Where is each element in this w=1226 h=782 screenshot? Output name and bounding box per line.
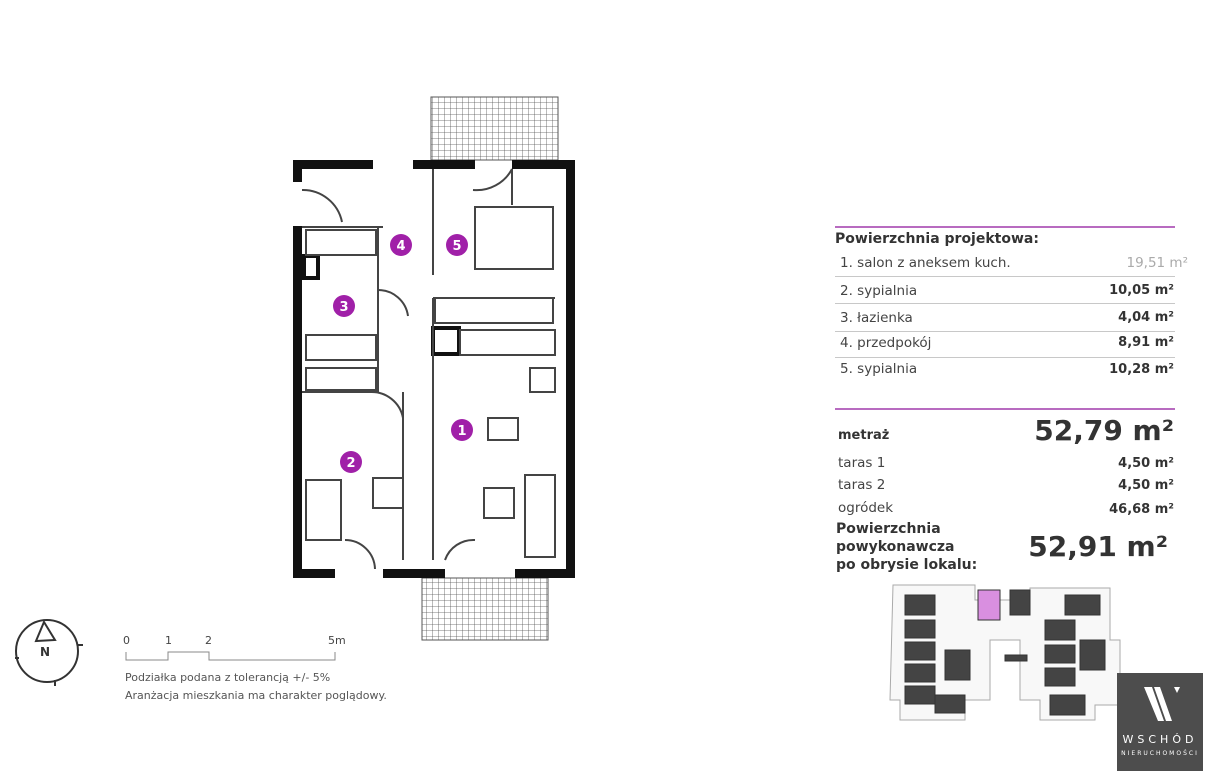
post-label: po obrysie lokalu:	[836, 557, 978, 573]
post-label: powykonawcza	[836, 539, 955, 555]
svg-text:4: 4	[396, 239, 405, 254]
room-area: 10,05 m²	[1109, 283, 1174, 298]
room-label: 5. sypialnia	[840, 361, 918, 377]
room-markers: 1 2 3 4 5	[333, 234, 473, 473]
section-header: Powierzchnia projektowa:	[835, 231, 1039, 247]
svg-text:1: 1	[457, 424, 466, 439]
inner-walls	[301, 168, 556, 570]
scale-bar	[125, 651, 336, 661]
scale-tick: 2	[205, 634, 212, 647]
extra-label: ogródek	[838, 500, 894, 516]
terrace-top	[430, 96, 559, 161]
room-label: 4. przedpokój	[840, 335, 932, 351]
compass-icon: N	[15, 619, 83, 686]
post-label: Powierzchnia	[836, 521, 941, 537]
logo: WSCHÓD NIERUCHOMOŚCI	[1117, 673, 1203, 771]
svg-text:5: 5	[452, 239, 461, 254]
logo-sub: NIERUCHOMOŚCI	[1121, 750, 1199, 757]
room-area: 8,91 m²	[1118, 335, 1174, 350]
divider	[835, 226, 1175, 228]
logo-name: WSCHÓD	[1122, 733, 1198, 746]
room-label: 1. salon z aneksem kuch.	[840, 255, 1011, 271]
svg-text:2: 2	[346, 456, 355, 471]
svg-text:3: 3	[339, 300, 348, 315]
room-area: 4,04 m²	[1118, 310, 1174, 325]
room-area: 19,51 m²	[1126, 255, 1188, 271]
divider	[835, 408, 1175, 410]
extra-value: 46,68 m²	[1109, 502, 1174, 517]
unit-highlight	[977, 589, 1001, 621]
metraz-label: metraż	[838, 428, 890, 443]
room-area: 10,28 m²	[1109, 362, 1174, 377]
extra-label: taras 2	[838, 477, 886, 493]
scale-tick: 5m	[328, 634, 346, 647]
room-label: 2. sypialnia	[840, 283, 918, 299]
scale-tick: 0	[123, 634, 130, 647]
logo-w-icon	[1144, 687, 1180, 721]
key-plan	[889, 584, 1121, 721]
scale-note: Podziałka podana z tolerancją +/- 5%	[125, 671, 331, 684]
scale-tick: 1	[165, 634, 172, 647]
extra-label: taras 1	[838, 455, 886, 471]
terrace-bottom	[421, 577, 549, 641]
extra-value: 4,50 m²	[1118, 456, 1174, 471]
layout-note: Aranżacja mieszkania ma charakter pogląd…	[125, 689, 387, 702]
post-value: 52,91 m²	[1028, 530, 1168, 563]
extra-value: 4,50 m²	[1118, 478, 1174, 493]
svg-text:N: N	[40, 645, 50, 659]
metraz-value: 52,79 m²	[1034, 414, 1174, 447]
room-label: 3. łazienka	[840, 310, 913, 326]
